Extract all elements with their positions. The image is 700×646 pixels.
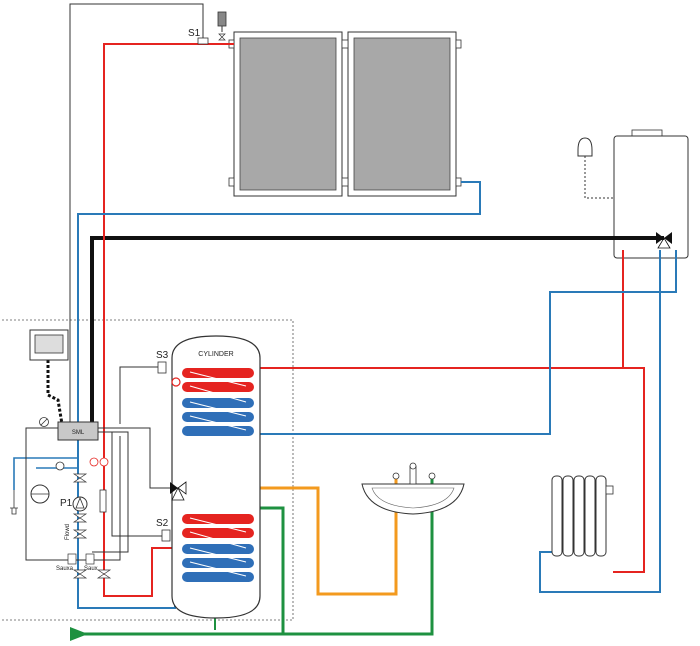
pump-icon: P1: [60, 496, 88, 512]
upper-heat-coil: [182, 368, 254, 436]
boiler-return-pipe: [255, 250, 677, 435]
gas-boiler-icon: [613, 129, 689, 259]
sensor-cable-s1: [69, 3, 204, 424]
collector-return-pipe: [77, 181, 481, 609]
solar-collector-right: [341, 31, 462, 197]
flowmeter-icon: Flowd: [65, 489, 107, 540]
thermometer-icons: [55, 457, 109, 471]
cylinder-sensor-pocket: [171, 377, 181, 387]
station-valves: [67, 473, 112, 579]
hot-water-pipe: [185, 476, 398, 596]
sml-label: SML: [72, 430, 85, 436]
gauge-icon: [39, 417, 49, 427]
sensor-s2-label: S2: [156, 518, 169, 529]
mains-inlet-arrow: [70, 627, 88, 641]
display-unit-icon: [29, 329, 69, 361]
radiator-icon: [551, 475, 614, 557]
flowmeter-label: Flowd: [65, 524, 71, 540]
sensor-s3-label: S3: [156, 350, 169, 361]
sensor-s3: S3: [119, 350, 169, 424]
valve-control-cable: [98, 427, 170, 489]
pump-label: P1: [60, 498, 73, 509]
air-vent-icon: [217, 11, 227, 41]
sml-controller: SML: [57, 421, 99, 441]
display-cable: [46, 360, 64, 425]
expansion-loop-pipe: [13, 457, 78, 490]
station-frame: [25, 427, 121, 561]
radiator-flow-pipe: [613, 367, 645, 573]
sauxa-label: Sauxa: [56, 566, 74, 572]
three-way-valve-icon: [170, 481, 187, 501]
sensor-s2: S2: [111, 432, 171, 542]
boiler-control-cable: [90, 236, 664, 424]
room-thermostat-icon: [577, 137, 614, 199]
solar-collector-left: [228, 31, 343, 197]
station-boundary: [2, 319, 294, 621]
mains-cold-pipe: [70, 476, 434, 636]
sensor-s1-label: S1: [188, 28, 201, 39]
sauxb-label: Saux: [84, 566, 98, 572]
expansion-vessel-icon: [10, 484, 50, 515]
pump-control-cable: [92, 431, 129, 553]
sensor-s1: S1: [188, 28, 209, 45]
cylinder-label: CYLINDER: [198, 351, 233, 358]
radiator-return-pipe: [539, 250, 661, 593]
collector-flow-pipe: [103, 43, 234, 597]
lower-solar-coil: [182, 514, 254, 582]
basin-icon: [361, 462, 465, 515]
boiler-diverter-valve-icon: [656, 232, 672, 249]
